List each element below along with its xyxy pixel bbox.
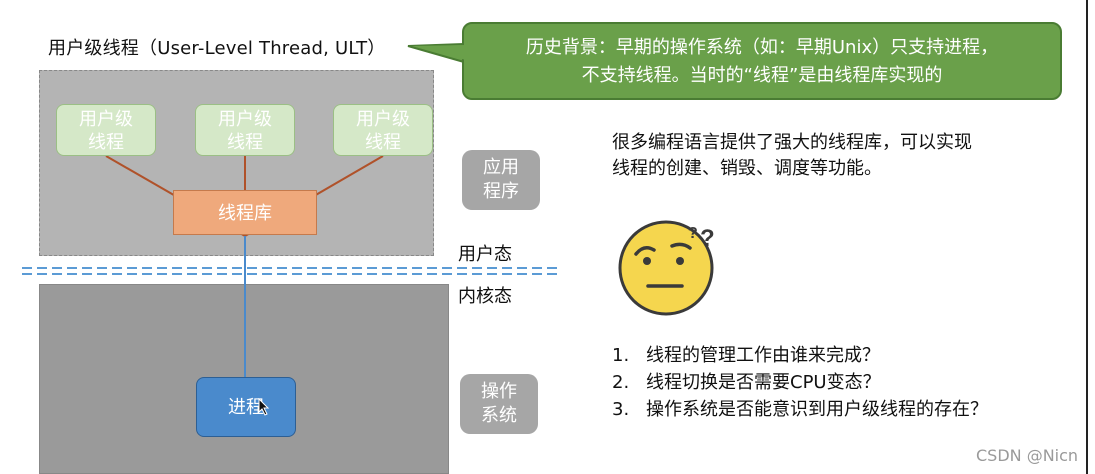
ult-box-1: 用户级 线程: [56, 104, 156, 156]
slide-edge-divider: [1086, 0, 1088, 474]
ult-label-line2: 线程: [365, 132, 401, 153]
thread-library-box: 线程库: [173, 190, 317, 235]
history-callout: 历史背景：早期的操作系统（如：早期Unix）只支持进程， 不支持线程。当时的“线…: [462, 22, 1062, 100]
description-line-2: 线程的创建、销毁、调度等功能。: [612, 158, 882, 179]
application-label: 应用 程序: [462, 150, 540, 210]
ult-box-3: 用户级 线程: [333, 104, 433, 156]
question-number: 1.: [612, 345, 630, 366]
mouse-cursor-icon: [258, 398, 270, 416]
question-number: 3.: [612, 399, 630, 420]
thinking-face-icon: ? ?: [618, 220, 715, 316]
operating-system-label: 操作 系统: [460, 374, 538, 434]
question-item-3: 3. 操作系统是否能意识到用户级线程的存在？: [612, 396, 988, 423]
question-list: 1. 线程的管理工作由谁来完成？ 2. 线程切换是否需要CPU变态？ 3. 操作…: [612, 342, 988, 423]
ult-label-line1: 用户级: [79, 109, 133, 130]
ult-label-line2: 线程: [88, 132, 124, 153]
description-line-1: 很多编程语言提供了强大的线程库，可以实现: [612, 132, 972, 153]
question-text: 线程的管理工作由谁来完成？: [646, 345, 880, 366]
application-label-line2: 程序: [483, 181, 519, 202]
question-text: 操作系统是否能意识到用户级线程的存在？: [646, 399, 988, 420]
question-item-2: 2. 线程切换是否需要CPU变态？: [612, 369, 988, 396]
question-number: 2.: [612, 372, 630, 393]
question-text: 线程切换是否需要CPU变态？: [646, 372, 881, 393]
os-label-line2: 系统: [481, 405, 517, 426]
kernel-mode-label: 内核态: [458, 286, 512, 307]
svg-text:?: ?: [688, 225, 698, 242]
ult-label-line1: 用户级: [356, 109, 410, 130]
callout-line-1: 历史背景：早期的操作系统（如：早期Unix）只支持进程，: [525, 37, 999, 58]
question-item-1: 1. 线程的管理工作由谁来完成？: [612, 342, 988, 369]
watermark: CSDN @Nicn: [976, 446, 1079, 465]
library-description: 很多编程语言提供了强大的线程库，可以实现 线程的创建、销毁、调度等功能。: [612, 130, 972, 182]
svg-text:?: ?: [700, 225, 715, 252]
ult-box-2: 用户级 线程: [195, 104, 295, 156]
os-label-line1: 操作: [481, 381, 517, 402]
page-title: 用户级线程（User-Level Thread, ULT）: [48, 38, 386, 59]
ult-label-line2: 线程: [227, 132, 263, 153]
application-label-line1: 应用: [483, 157, 519, 178]
process-box: 进程: [196, 377, 296, 437]
callout-line-2: 不支持线程。当时的“线程”是由线程库实现的: [581, 65, 943, 86]
user-mode-label: 用户态: [458, 244, 512, 265]
ult-label-line1: 用户级: [218, 109, 272, 130]
